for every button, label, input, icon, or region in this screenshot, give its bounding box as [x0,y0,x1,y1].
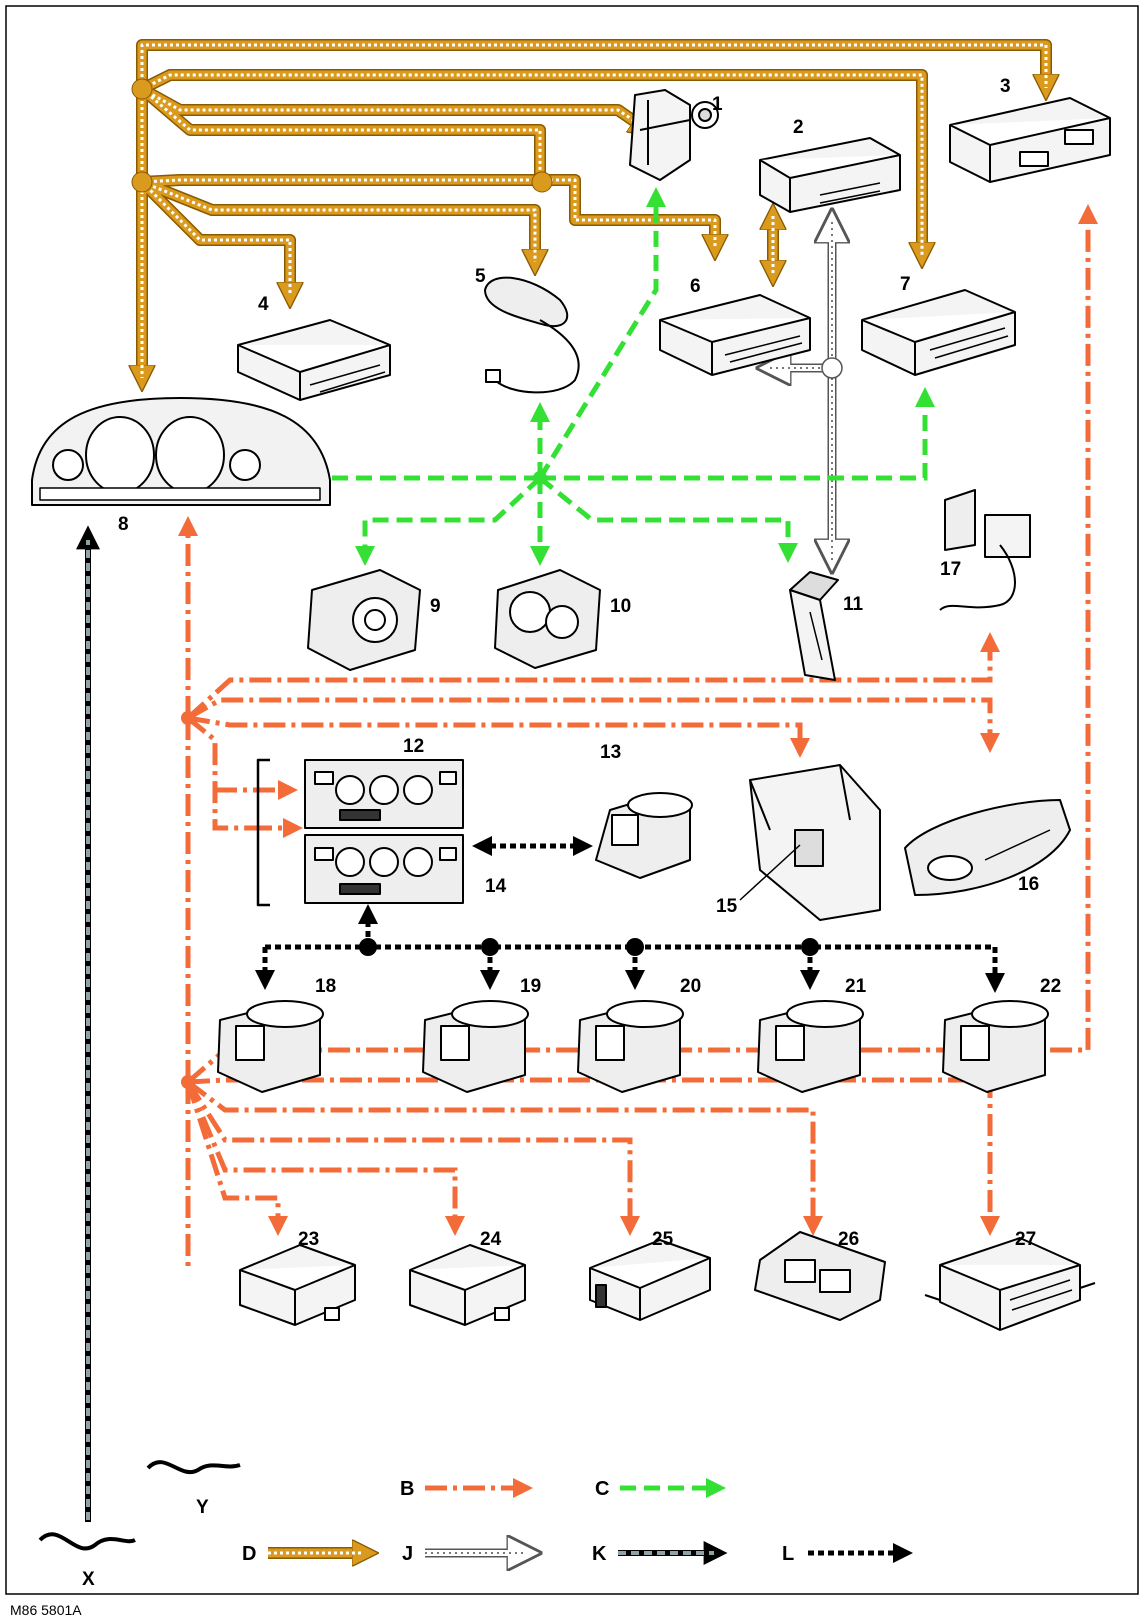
component-label-6: 6 [690,276,701,297]
diagram-border [6,6,1138,1594]
component-17 [940,490,1030,610]
legend-key-k: K [592,1543,607,1565]
component-label-25: 25 [652,1229,674,1250]
component-19 [423,1001,528,1092]
component-13 [596,793,692,878]
legend-key-j: J [402,1543,413,1565]
component-label-18: 18 [315,976,336,997]
component-label-2: 2 [793,117,804,138]
component-label-7: 7 [900,274,911,295]
legend-key-d: D [242,1543,256,1565]
component-label-24: 24 [480,1229,502,1250]
component-label-4: 4 [258,294,269,315]
component-label-1: 1 [712,94,723,115]
component-6 [660,295,810,375]
component-20 [578,1001,683,1092]
component-16 [905,800,1070,895]
component-label-14: 14 [485,876,507,897]
component-2 [760,138,900,212]
component-26 [755,1232,885,1320]
network-j-lines [770,222,842,560]
offpage-squiggle-y [148,1462,240,1472]
component-7 [862,290,1015,375]
panel-bracket [258,760,270,905]
component-label-21: 21 [845,976,867,997]
component-24 [410,1245,525,1325]
component-3 [950,98,1110,182]
component-label-17: 17 [940,559,961,580]
component-label-9: 9 [430,596,441,617]
component-label-8: 8 [118,514,129,535]
offpage-label-y: Y [196,1497,209,1518]
component-label-11: 11 [843,594,864,615]
component-27 [925,1238,1095,1330]
legend-key-l: L [782,1543,794,1565]
legend-key-c: C [595,1478,609,1500]
component-11 [790,572,838,680]
component-25 [590,1240,710,1320]
component-label-19: 19 [520,976,541,997]
offpage-label-x: X [82,1569,95,1590]
component-label-10: 10 [610,596,631,617]
component-label-27: 27 [1015,1229,1036,1250]
component-label-5: 5 [475,266,486,287]
component-23 [240,1245,355,1325]
component-label-3: 3 [1000,76,1011,97]
component-5 [485,278,579,393]
component-12 [305,760,463,828]
offpage-squiggle-x [40,1534,135,1548]
legend-key-b: B [400,1478,414,1500]
component-label-20: 20 [680,976,701,997]
component-label-22: 22 [1040,976,1061,997]
component-label-12: 12 [403,736,424,757]
component-label-23: 23 [298,1229,319,1250]
component-8 [32,398,330,505]
component-10 [495,570,600,668]
component-4 [238,320,390,400]
component-9 [308,570,420,670]
component-14 [305,835,463,903]
component-label-13: 13 [600,742,621,763]
component-22 [943,1001,1048,1092]
component-18 [218,1001,323,1092]
component-1 [630,90,718,180]
component-label-26: 26 [838,1229,859,1250]
legend: B C D J K L [242,1478,905,1565]
component-15 [750,765,880,920]
component-21 [758,1001,863,1092]
figure-reference: M86 5801A [10,1602,82,1618]
component-label-16: 16 [1018,874,1039,895]
component-label-15: 15 [716,896,738,917]
